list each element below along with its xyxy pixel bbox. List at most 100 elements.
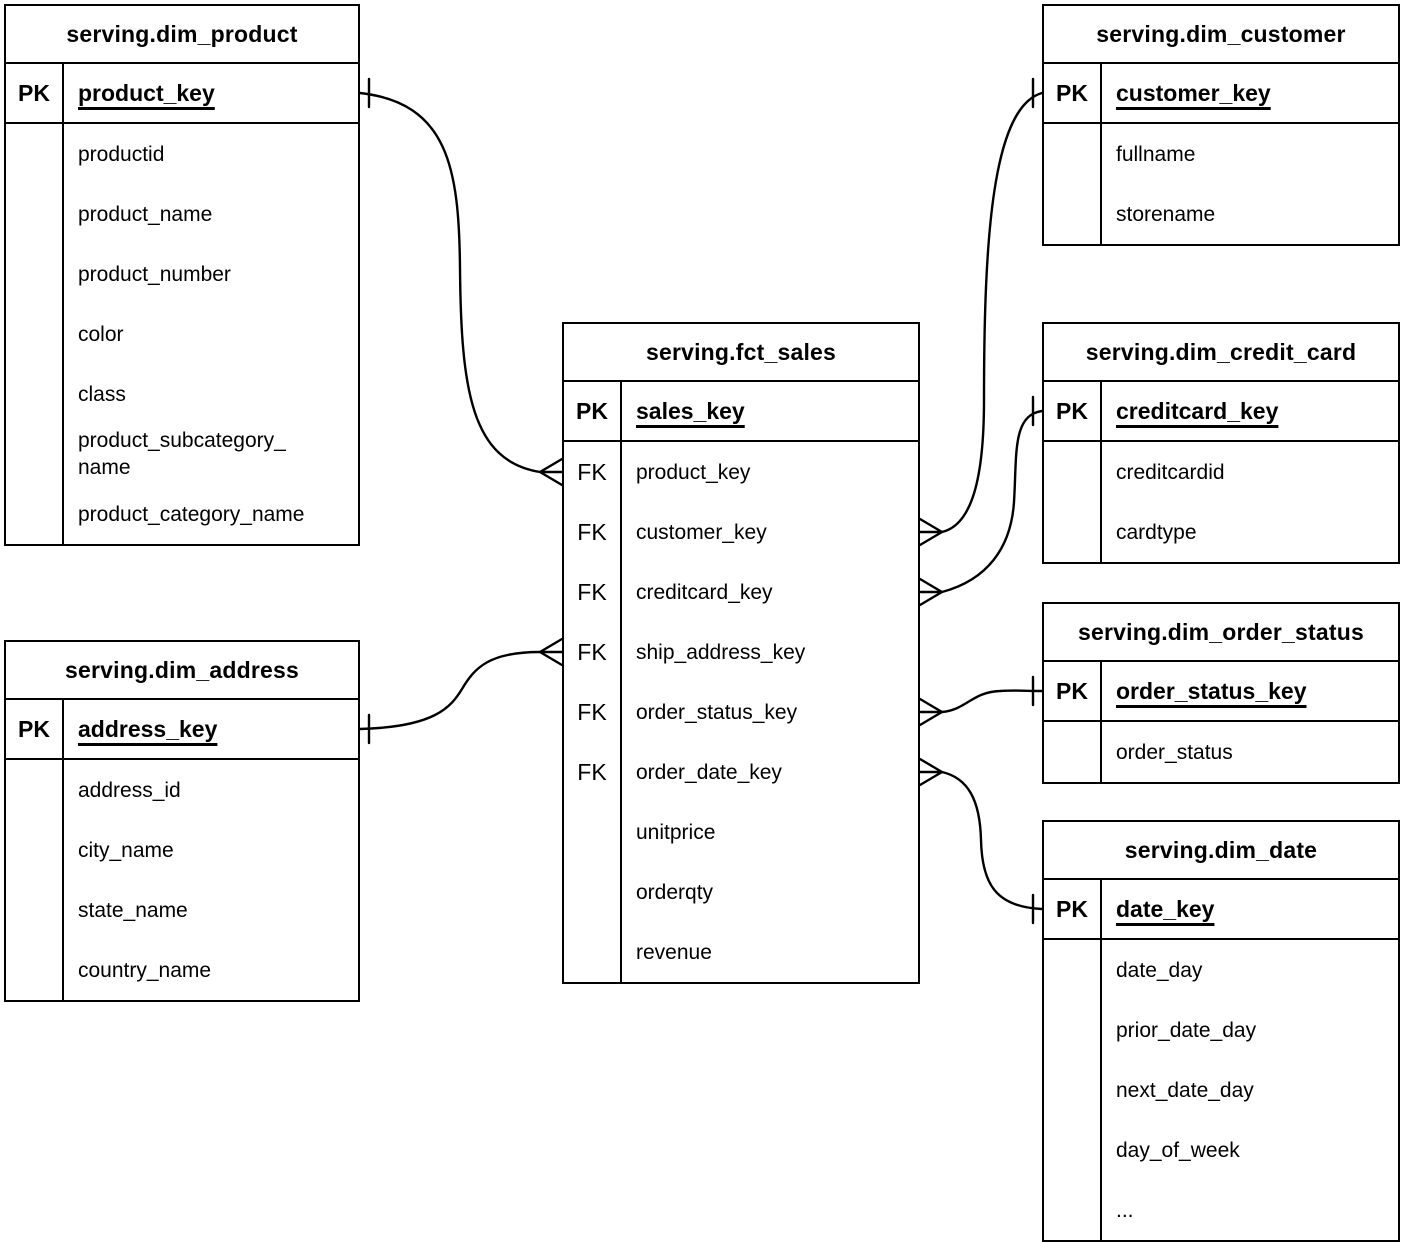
key-row: PK customer_key: [1044, 64, 1398, 124]
field-row: date_day: [1116, 958, 1203, 982]
cardinality-many-crowfoot: [918, 757, 944, 787]
cardinality-many-crowfoot: [918, 577, 944, 607]
gutter-cell: [1044, 1000, 1100, 1060]
pk-label: PK: [1044, 880, 1102, 938]
table-dim-credit-card[interactable]: serving.dim_credit_card PK creditcard_ke…: [1042, 322, 1400, 564]
field-row: order_status: [1116, 740, 1233, 764]
table-title: serving.dim_credit_card: [1044, 324, 1398, 382]
pk-field: sales_key: [636, 397, 745, 424]
pk-label: PK: [1044, 382, 1102, 440]
field-row: orderqty: [636, 880, 714, 904]
pk-label: PK: [6, 700, 64, 758]
field-row: product_number: [78, 262, 231, 286]
gutter-cell: [564, 862, 620, 922]
relationship-dim_date-to-order_date_key[interactable]: [918, 757, 1044, 925]
gutter-cell: [1044, 1180, 1100, 1240]
field-row: state_name: [78, 898, 188, 922]
table-title: serving.fct_sales: [564, 324, 918, 382]
gutter-cell: [6, 364, 62, 424]
gutter-cell: [1044, 184, 1100, 244]
key-row: PK sales_key: [564, 382, 918, 442]
fk-label: FK: [577, 758, 607, 785]
relationship-line[interactable]: [940, 689, 1044, 714]
gutter-cell: [1044, 1120, 1100, 1180]
field-row: creditcardid: [1116, 460, 1225, 484]
field-row: day_of_week: [1116, 1138, 1240, 1162]
table-title: serving.dim_product: [6, 6, 358, 64]
field-row: creditcard_key: [636, 580, 773, 604]
pk-field: date_key: [1116, 895, 1215, 922]
field-row: next_date_day: [1116, 1078, 1254, 1102]
table-dim-customer[interactable]: serving.dim_customer PK customer_key ful…: [1042, 4, 1400, 246]
table-title: serving.dim_date: [1044, 822, 1398, 880]
field-row: product_key: [636, 460, 751, 484]
relationship-line[interactable]: [358, 91, 542, 474]
field-row: city_name: [78, 838, 174, 862]
pk-field: creditcard_key: [1116, 397, 1279, 424]
gutter-cell: [1044, 940, 1100, 1000]
cardinality-many-crowfoot: [538, 637, 564, 667]
relationship-dim_address-to-ship_address_key[interactable]: [358, 637, 564, 745]
key-row: PK order_status_key: [1044, 662, 1398, 722]
gutter-cell: [6, 940, 62, 1000]
field-row: ship_address_key: [636, 640, 806, 664]
field-row: product_subcategory_ name: [78, 429, 286, 479]
pk-field: product_key: [78, 79, 215, 106]
key-row: PK date_key: [1044, 880, 1398, 940]
table-title: serving.dim_order_status: [1044, 604, 1398, 662]
cardinality-many-crowfoot: [918, 697, 944, 727]
fk-label: FK: [577, 518, 607, 545]
gutter-cell: [1044, 1060, 1100, 1120]
relationship-line[interactable]: [940, 91, 1044, 534]
pk-label: PK: [1044, 64, 1102, 122]
relationship-line[interactable]: [358, 650, 542, 731]
gutter-cell: [6, 304, 62, 364]
field-row: country_name: [78, 958, 212, 982]
pk-field: address_key: [78, 715, 218, 742]
gutter-cell: [6, 760, 62, 820]
table-body: fullname storename: [1044, 124, 1398, 244]
gutter-cell: [1044, 722, 1100, 782]
relationship-dim_customer-to-customer_key[interactable]: [918, 77, 1044, 547]
field-rows: order_status: [1102, 722, 1398, 782]
gutter-cell: [6, 424, 62, 484]
gutter-cell: [6, 880, 62, 940]
table-dim-product[interactable]: serving.dim_product PK product_key produ…: [4, 4, 360, 546]
pk-label: PK: [564, 382, 622, 440]
field-row: color: [78, 322, 124, 346]
gutter-cell: [564, 802, 620, 862]
field-row: order_status_key: [636, 700, 798, 724]
relationship-dim_order_status-to-order_status_key[interactable]: [918, 675, 1044, 727]
table-body: order_status: [1044, 722, 1398, 782]
gutter-column: [1044, 124, 1102, 244]
field-row: storename: [1116, 202, 1216, 226]
gutter-cell: [6, 244, 62, 304]
table-title: serving.dim_address: [6, 642, 358, 700]
fk-label: FK: [577, 578, 607, 605]
pk-field: order_status_key: [1116, 677, 1307, 704]
fk-label: FK: [577, 698, 607, 725]
field-row: productid: [78, 142, 165, 166]
relationship-line[interactable]: [940, 770, 1044, 911]
field-row: order_date_key: [636, 760, 782, 784]
field-row: fullname: [1116, 142, 1196, 166]
relationship-line[interactable]: [940, 409, 1044, 594]
field-row: ...: [1116, 1198, 1134, 1222]
relationship-dim_product-to-product_key[interactable]: [358, 77, 564, 487]
relationship-dim_credit_card-to-creditcard_key[interactable]: [918, 395, 1044, 607]
field-row: unitprice: [636, 820, 716, 844]
field-row: cardtype: [1116, 520, 1197, 544]
gutter-column: [1044, 722, 1102, 782]
table-dim-address[interactable]: serving.dim_address PK address_key addre…: [4, 640, 360, 1002]
table-dim-order-status[interactable]: serving.dim_order_status PK order_status…: [1042, 602, 1400, 784]
field-row: customer_key: [636, 520, 767, 544]
